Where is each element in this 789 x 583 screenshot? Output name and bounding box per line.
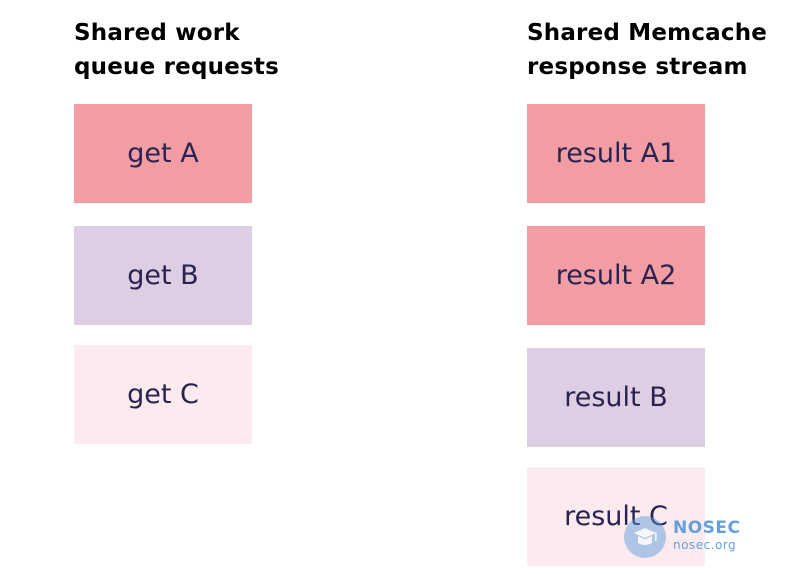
- left-column-heading: Shared work queue requests: [74, 16, 279, 84]
- request-label: get C: [127, 379, 199, 410]
- request-label: get A: [127, 138, 199, 169]
- nosec-logo-icon: [624, 516, 666, 558]
- left-heading-line-2: queue requests: [74, 54, 279, 80]
- left-heading-line-1: Shared work: [74, 20, 240, 46]
- response-box-result-a2: result A2: [527, 226, 705, 325]
- response-box-result-c: result C: [527, 467, 705, 566]
- request-label: get B: [127, 260, 199, 291]
- right-column-heading: Shared Memcache response stream: [527, 16, 767, 84]
- right-heading-line-2: response stream: [527, 54, 748, 80]
- right-heading-line-1: Shared Memcache: [527, 20, 768, 46]
- response-box-result-a1: result A1: [527, 104, 705, 203]
- request-box-get-c: get C: [74, 345, 252, 444]
- response-label: result B: [564, 382, 668, 413]
- response-label: result A1: [555, 138, 677, 169]
- response-label: result A2: [555, 260, 677, 291]
- response-label: result C: [564, 501, 668, 532]
- request-box-get-b: get B: [74, 226, 252, 325]
- nosec-watermark: NOSEC nosec.org: [624, 514, 764, 560]
- watermark-title: NOSEC: [673, 518, 741, 538]
- response-box-result-b: result B: [527, 348, 705, 447]
- watermark-subtitle: nosec.org: [673, 538, 737, 552]
- request-box-get-a: get A: [74, 104, 252, 203]
